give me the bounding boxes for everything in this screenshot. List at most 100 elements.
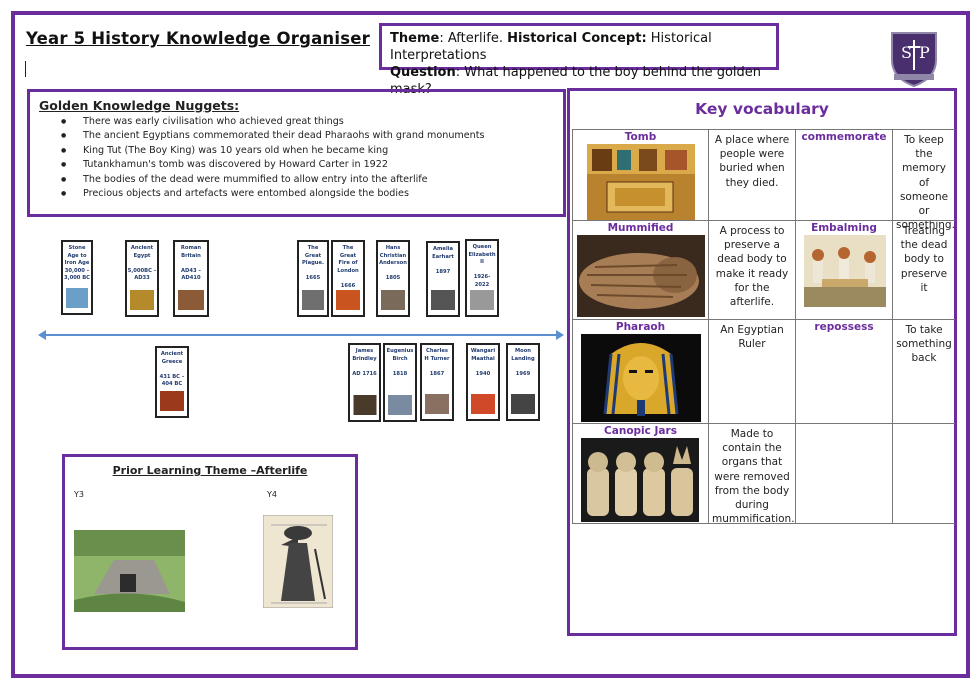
timeline-card-picture <box>425 394 449 414</box>
timeline-card-line: Roman <box>180 245 202 251</box>
vocab-term: Mummified <box>607 222 674 234</box>
tomb-entrance-image <box>74 530 185 612</box>
timeline-card-picture <box>336 290 360 310</box>
timeline-card-line: Stone <box>68 245 86 251</box>
text-cursor <box>25 61 26 77</box>
vocab-definition: Made to contain the organs that were rem… <box>712 428 795 526</box>
vocab-definition: Treating the dead body to preserve it <box>900 225 948 294</box>
vocab-def-cell: Made to contain the organs that were rem… <box>708 423 795 526</box>
list-item: King Tut (The Boy King) was 10 years old… <box>30 144 485 159</box>
list-item: Tutankhamun's tomb was discovered by How… <box>30 158 485 173</box>
timeline-card-line: The <box>307 245 319 251</box>
timeline-card-line: James <box>355 348 374 354</box>
timeline-line <box>42 334 558 336</box>
timeline-card-line <box>385 363 415 371</box>
key-vocabulary: Key vocabulary Tomb A place where people… <box>567 88 957 636</box>
timeline-card-line <box>467 267 497 275</box>
timeline-card-line: Queen <box>472 244 492 250</box>
timeline-card-picture <box>66 288 88 308</box>
vocab-term <box>796 425 892 437</box>
vocab-term-cell <box>795 423 892 524</box>
vocab-term-cell: Pharaoh <box>572 319 708 423</box>
timeline-card-line: Eugenius <box>386 348 414 354</box>
vocab-def-cell: To take something back <box>892 319 955 423</box>
vocab-term-cell: Embalming <box>795 220 892 319</box>
vocab-term-cell: Mummified <box>572 220 708 319</box>
timeline-card-line: Birch <box>392 355 408 362</box>
embalming-image <box>804 235 886 307</box>
golden-knowledge-nuggets: Golden Knowledge Nuggets: There was earl… <box>27 89 566 217</box>
timeline-card-line: 404 BC <box>161 381 183 387</box>
timeline-card-line: Brindley <box>352 355 377 362</box>
timeline-arrow-right-icon <box>556 330 564 340</box>
vocab-term-cell: Tomb <box>572 129 708 220</box>
timeline-card-picture <box>178 290 204 310</box>
timeline-card-line: Greece <box>161 358 183 365</box>
timeline-card-line: 1666 <box>340 282 356 289</box>
mummy-image <box>577 235 705 317</box>
concept-value: Historical Interpretations <box>390 31 712 63</box>
timeline-card-line: The <box>342 245 354 251</box>
timeline-card-line <box>350 363 379 371</box>
timeline-card-line: AD43 – <box>181 267 201 274</box>
timeline-card-line: Fire of <box>338 260 358 266</box>
vocab-definition: To keep the memory of someone or somethi… <box>896 134 955 232</box>
timeline-card-line: Great <box>339 252 357 259</box>
timeline-card-line: 1867 <box>429 370 445 377</box>
list-item: The bodies of the dead were mummified to… <box>30 173 485 188</box>
timeline-card-line: AD33 <box>134 275 150 281</box>
theme-box: Theme: Afterlife. Historical Concept: Hi… <box>379 23 779 97</box>
timeline-card-line: 1926- <box>473 274 491 280</box>
crest-letter-p: P <box>919 43 930 62</box>
timeline-card-line <box>299 268 327 276</box>
timeline-card-line: Plague. <box>302 260 324 266</box>
timeline-card-line <box>428 261 458 269</box>
vocab-term-cell: commemorate <box>795 129 892 220</box>
list-item: There was early civilisation who achieve… <box>30 115 485 130</box>
vocab-definition: To take something back <box>896 324 952 365</box>
timeline-card-line: Landing <box>511 355 535 362</box>
year4-label: Y4 <box>267 490 277 499</box>
golden-mask-image <box>581 334 701 422</box>
timeline-card-line: Christian <box>379 252 407 259</box>
crest-letter-s: S <box>901 43 912 62</box>
timeline-card-line: Earhart <box>432 253 454 260</box>
vocab-def-cell: To keep the memory of someone or somethi… <box>892 129 955 231</box>
timeline-card-line: Wangari <box>470 348 496 354</box>
vocab-def-cell: A process to preserve a dead body to mak… <box>708 220 795 319</box>
timeline-card-line: Ancient <box>160 351 184 357</box>
timeline-card-picture <box>160 391 184 411</box>
vocab-definition: A process to preserve a dead body to mak… <box>715 225 789 309</box>
vocab-heading: Key vocabulary <box>695 100 829 118</box>
prior-learning-box: Prior Learning Theme –Afterlife Y3 Y4 <box>62 454 358 650</box>
timeline-card-picture <box>302 290 324 310</box>
vocab-term: Pharaoh <box>615 321 666 333</box>
timeline-card-line: 1805 <box>385 275 401 281</box>
timeline-card-line: 2022 <box>474 281 490 288</box>
timeline-card-line: Ancient <box>130 245 154 251</box>
timeline-card-line: Great <box>304 252 322 259</box>
timeline-card-line: London <box>337 267 359 274</box>
vocab-term: Tomb <box>624 131 657 143</box>
vocab-term-cell: repossess <box>795 319 892 423</box>
timeline-card-line: H Turner <box>424 355 450 362</box>
timeline-card-line <box>508 363 538 371</box>
timeline-card-picture <box>471 394 495 414</box>
page-title: Year 5 History Knowledge Organiser <box>26 29 370 48</box>
timeline-card-picture <box>381 290 405 310</box>
list-item: The ancient Egyptians commemorated their… <box>30 129 485 144</box>
timeline-card-line: Anderson <box>379 260 407 266</box>
timeline-card-picture <box>511 394 535 414</box>
nuggets-list: There was early civilisation who achieve… <box>30 115 485 202</box>
